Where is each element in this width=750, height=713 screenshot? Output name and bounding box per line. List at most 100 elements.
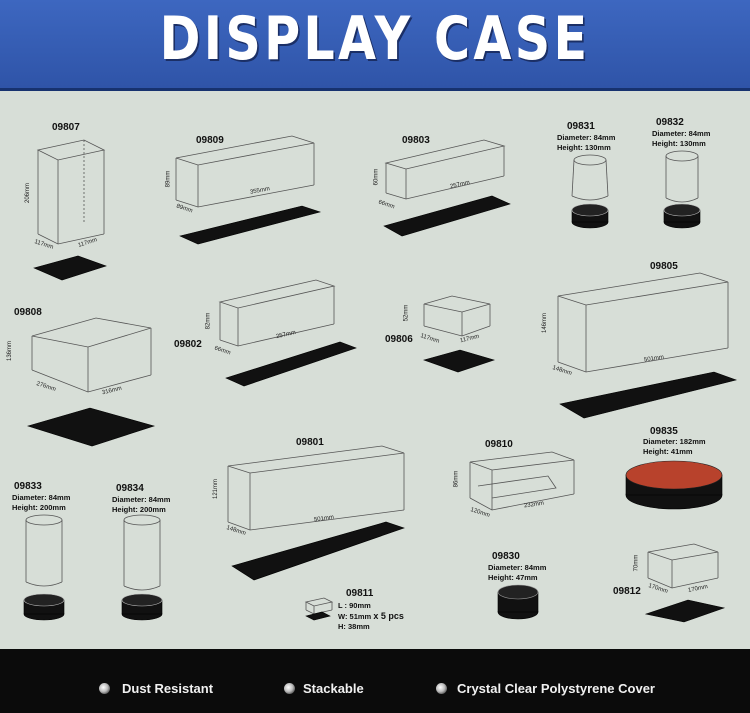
length-09811: L : 90mm	[338, 601, 371, 610]
code-09812: 09812	[613, 586, 641, 597]
code-09805: 09805	[650, 261, 678, 272]
dim-09810-h: 86mm	[453, 470, 460, 488]
dim-09809-d: 89mm	[175, 203, 194, 215]
spec-09832: Diameter: 84mm Height: 130mm	[652, 129, 710, 149]
dim-09803-w: 257mm	[449, 179, 471, 191]
cylinder-09832-drawing	[665, 150, 699, 203]
spec-09831: Diameter: 84mm Height: 130mm	[557, 133, 615, 153]
code-09833: 09833	[14, 481, 42, 492]
case-09805-drawing	[557, 272, 729, 373]
dim-09808-d: 276mm	[35, 381, 57, 393]
dim-09809-h: 89mm	[165, 170, 172, 188]
code-09834: 09834	[116, 483, 144, 494]
height-09834: Height: 200mm	[112, 505, 166, 514]
diameter-09833: Diameter: 84mm	[12, 493, 71, 502]
case-09801-drawing	[227, 445, 405, 531]
dim-09802-d: 66mm	[213, 345, 232, 357]
dim-09805-w: 501mm	[643, 354, 665, 364]
dim-09810-w: 232mm	[523, 500, 545, 510]
code-09803: 09803	[402, 135, 430, 146]
dim-09803-d: 66mm	[377, 199, 396, 211]
base-09802	[225, 341, 357, 387]
code-09808: 09808	[14, 307, 42, 318]
code-09835: 09835	[650, 426, 678, 437]
header-banner: DISPLAY CASE	[0, 0, 750, 91]
dim-09807-d: 117mm	[77, 237, 99, 249]
dim-09812-h: 70mm	[633, 554, 640, 572]
case-09806-drawing	[423, 295, 491, 337]
spec-09834: Diameter: 84mm Height: 200mm	[112, 495, 170, 515]
dim-09812-w: 170mm	[687, 583, 709, 595]
dim-09802-w: 257mm	[275, 329, 297, 341]
spec-09833: Diameter: 84mm Height: 200mm	[12, 493, 70, 513]
features-bar	[0, 649, 750, 713]
base-09808	[26, 407, 156, 447]
code-09832: 09832	[656, 117, 684, 128]
diameter-09834: Diameter: 84mm	[112, 495, 171, 504]
cylinder-09834-drawing	[123, 514, 161, 591]
code-09830: 09830	[492, 551, 520, 562]
dim-09808-w: 316mm	[101, 385, 123, 397]
width-value-09811: W: 51mm	[338, 612, 372, 621]
base-09812	[644, 599, 726, 623]
dim-09801-d: 148mm	[225, 525, 247, 537]
case-09807-drawing	[36, 139, 106, 245]
height-09831: Height: 130mm	[557, 143, 611, 152]
feature-dust-resistant: Dust Resistant	[122, 681, 214, 696]
dim-09809-w: 355mm	[249, 186, 271, 196]
width-09811: W: 51mm x 5 pcs	[338, 611, 404, 622]
base-09803	[383, 195, 511, 237]
height-09832: Height: 130mm	[652, 139, 706, 148]
code-09802: 09802	[174, 339, 202, 350]
height-09811: H: 38mm	[338, 622, 370, 631]
bullet-icon	[436, 683, 447, 694]
diameter-09830: Diameter: 84mm	[488, 563, 547, 572]
code-09831: 09831	[567, 121, 595, 132]
spec-09830: Diameter: 84mm Height: 47mm	[488, 563, 546, 583]
dim-09802-h: 82mm	[205, 312, 212, 330]
case-09812-drawing	[647, 543, 719, 589]
case-09802-drawing	[218, 279, 336, 347]
dim-09806-d: 117mm	[419, 333, 441, 345]
diameter-09835: Diameter: 182mm	[643, 437, 706, 446]
feature-stackable: Stackable	[303, 681, 364, 696]
diameter-09831: Diameter: 84mm	[557, 133, 616, 142]
feature-crystal-clear: Crystal Clear Polystyrene Cover	[457, 681, 655, 696]
spec-09835: Diameter: 182mm Height: 41mm	[643, 437, 706, 457]
base-09809	[179, 205, 322, 245]
dim-09803-h: 60mm	[373, 168, 380, 186]
bullet-icon	[99, 683, 110, 694]
diameter-09832: Diameter: 84mm	[652, 129, 711, 138]
dim-09807-h: 206mm	[25, 182, 32, 204]
base-09811	[305, 611, 331, 621]
dim-09805-d: 148mm	[551, 365, 573, 377]
code-09811: 09811	[346, 588, 374, 599]
dim-09812-d: 170mm	[647, 583, 669, 595]
case-09810-drawing	[469, 451, 575, 511]
base-09807	[33, 255, 107, 281]
dim-09801-h: 121mm	[213, 478, 220, 500]
dim-09807-w: 117mm	[33, 239, 55, 251]
dim-09806-h: 52mm	[403, 304, 410, 322]
spec-09811: L : 90mm W: 51mm x 5 pcs H: 38mm	[338, 601, 404, 632]
dim-09805-h: 146mm	[542, 312, 549, 334]
dim-09801-w: 501mm	[313, 514, 335, 524]
bullet-icon	[284, 683, 295, 694]
pieces-09811: x 5 pcs	[373, 611, 404, 621]
height-09833: Height: 200mm	[12, 503, 66, 512]
cylinder-09833-drawing	[25, 514, 63, 587]
code-09810: 09810	[485, 439, 513, 450]
page-title: DISPLAY CASE	[159, 4, 591, 74]
case-09808-drawing	[31, 317, 152, 393]
dim-09810-d: 120mm	[469, 507, 491, 519]
case-09809-drawing	[175, 135, 315, 208]
cylinder-09831-drawing	[571, 154, 609, 201]
dim-09806-w: 117mm	[459, 333, 480, 345]
case-09803-drawing	[384, 139, 506, 200]
dim-09808-h: 136mm	[7, 340, 14, 362]
height-09835: Height: 41mm	[643, 447, 693, 456]
code-09801: 09801	[296, 437, 324, 448]
code-09806: 09806	[385, 334, 413, 345]
